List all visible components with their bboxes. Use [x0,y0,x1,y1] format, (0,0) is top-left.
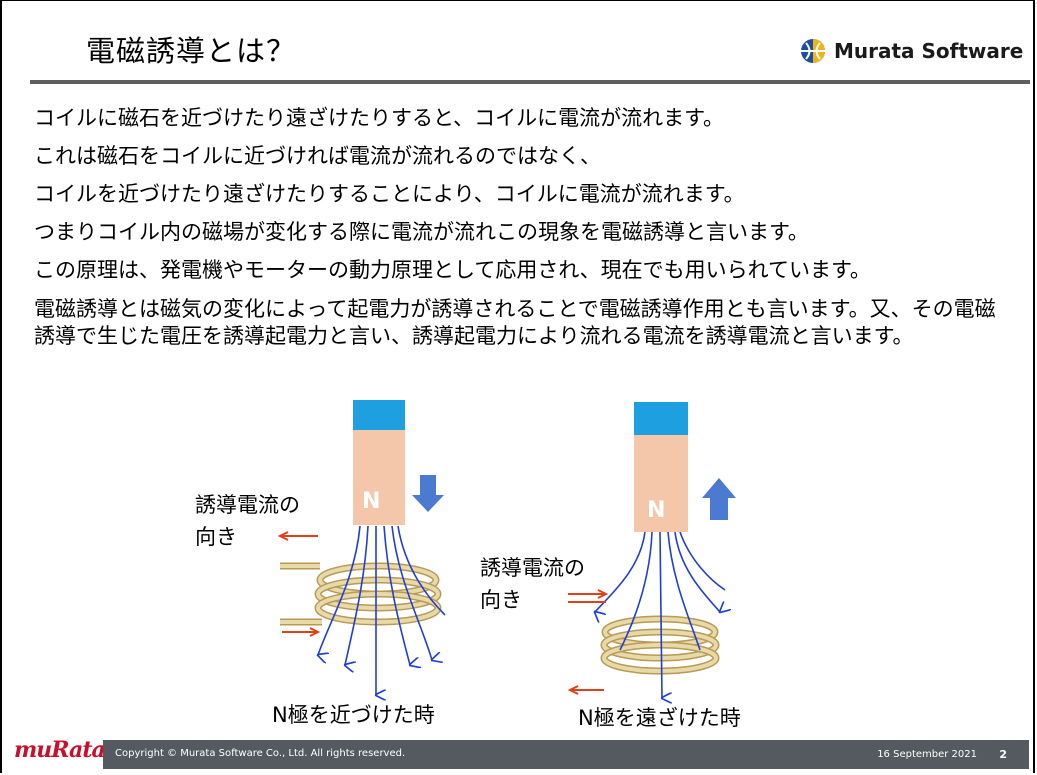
body-line-1: コイルに磁石を近づけたり遠ざけたりすると、コイルに電流が流れます。 [34,106,725,130]
title-divider [30,80,1030,84]
left-current-arrow-in [282,627,321,637]
left-current-arrow-out [277,531,318,541]
right-current-arrow-out [567,685,604,695]
copyright-text: Copyright © Murata Software Co., Ltd. Al… [115,748,406,759]
footer-date: 16 September 2021 [877,749,977,760]
right-current-label-line1: 誘導電流の [480,556,585,580]
right-diagram: N 誘導電流の 向き N極を遠ざけた時 [480,402,741,730]
right-field-lines [595,531,725,698]
murata-logo: muRata [14,737,106,763]
right-current-arrow-in [568,589,609,599]
body-line-5: この原理は、発電機やモーターの動力原理として応用され、現在でも用いられています。 [34,258,871,282]
right-current-label-line2: 向き [480,588,522,612]
right-magnet: N [634,402,688,532]
body-line-2: これは磁石をコイルに近づければ電流が流れるのではなく、 [34,144,601,168]
right-coil [600,615,720,675]
left-magnet: N [353,400,405,525]
left-magnet-pole: N [362,489,380,514]
left-field-lines [318,525,446,695]
left-diagram: N 誘導電流の 向き N極を近づけた時 [195,400,446,727]
body-line-4: つまりコイル内の磁場が変化する際に電流が流れこの現象を電磁誘導と言います。 [34,220,809,244]
slide-title: 電磁誘導とは？ [86,34,297,68]
footer-bar: Copyright © Murata Software Co., Ltd. Al… [103,740,1029,769]
globe-icon [801,39,825,63]
left-coil [280,562,442,626]
body-text: コイルに磁石を近づけたり遠ざけたりすると、コイルに電流が流れます。 これは磁石を… [34,106,1014,350]
right-magnet-pole: N [647,498,665,523]
down-arrow-icon [412,475,444,512]
left-caption: N極を近づけた時 [272,703,435,727]
body-paragraph: 電磁誘導とは磁気の変化によって起電力が誘導されることで電磁誘導作用とも言います。… [34,297,996,348]
brand-logo: Murata Software [800,36,1023,66]
left-current-label-line1: 誘導電流の [195,493,300,517]
brand-name: Murata Software [834,39,1024,63]
page-number: 2 [999,748,1007,761]
body-line-3: コイルを近づけたり遠ざけたりすることにより、コイルに電流が流れます。 [34,182,745,206]
right-caption: N極を遠ざけた時 [578,706,741,730]
up-arrow-icon [702,478,736,520]
left-current-label-line2: 向き [195,525,237,549]
